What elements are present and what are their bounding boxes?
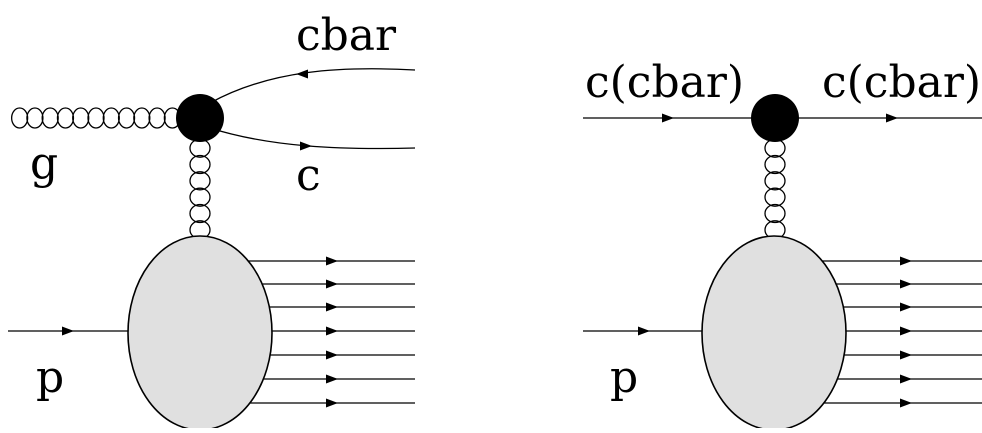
- antiquark-arrow: [296, 69, 308, 79]
- hadron-arrow: [326, 279, 338, 289]
- proton-arrow: [62, 326, 74, 336]
- label-incoming-quark: c(cbar): [585, 57, 744, 108]
- hadron-arrow: [900, 302, 912, 312]
- hadron-arrow: [900, 374, 912, 384]
- label-p-left: p: [36, 352, 64, 403]
- hadron-arrow: [900, 326, 912, 336]
- proton-blob: [701, 235, 847, 431]
- antiquark-line: [209, 68, 416, 104]
- label-g: g: [30, 138, 58, 189]
- hadron-arrow: [900, 398, 912, 408]
- label-c: c: [296, 150, 321, 201]
- hadron-arrow: [900, 350, 912, 360]
- outgoing-quark-arrow: [886, 113, 898, 123]
- exchanged-gluon-line: [764, 138, 786, 240]
- hadron-arrow: [900, 279, 912, 289]
- label-outgoing-quark: c(cbar): [822, 57, 981, 108]
- hadron-arrow: [326, 256, 338, 266]
- hadron-arrow: [326, 398, 338, 408]
- quark-arrow: [300, 141, 312, 151]
- diagram-quark-scattering: c(cbar) c(cbar) p: [583, 57, 982, 431]
- hadron-arrow: [326, 302, 338, 312]
- label-p-right: p: [610, 352, 638, 403]
- hadron-arrow: [326, 374, 338, 384]
- exchanged-gluon-line: [189, 138, 211, 240]
- quark-line: [209, 127, 416, 150]
- hadron-arrow: [326, 326, 338, 336]
- incoming-gluon-line: [10, 107, 182, 129]
- label-cbar: cbar: [296, 10, 397, 61]
- proton-arrow: [638, 326, 650, 336]
- proton-blob: [127, 235, 273, 431]
- incoming-quark-arrow: [662, 113, 674, 123]
- hadron-arrow: [326, 350, 338, 360]
- interaction-vertex: [176, 94, 224, 142]
- interaction-vertex: [751, 94, 799, 142]
- hadron-arrow: [900, 256, 912, 266]
- diagram-gluon-fusion: cbar g c p: [8, 10, 416, 431]
